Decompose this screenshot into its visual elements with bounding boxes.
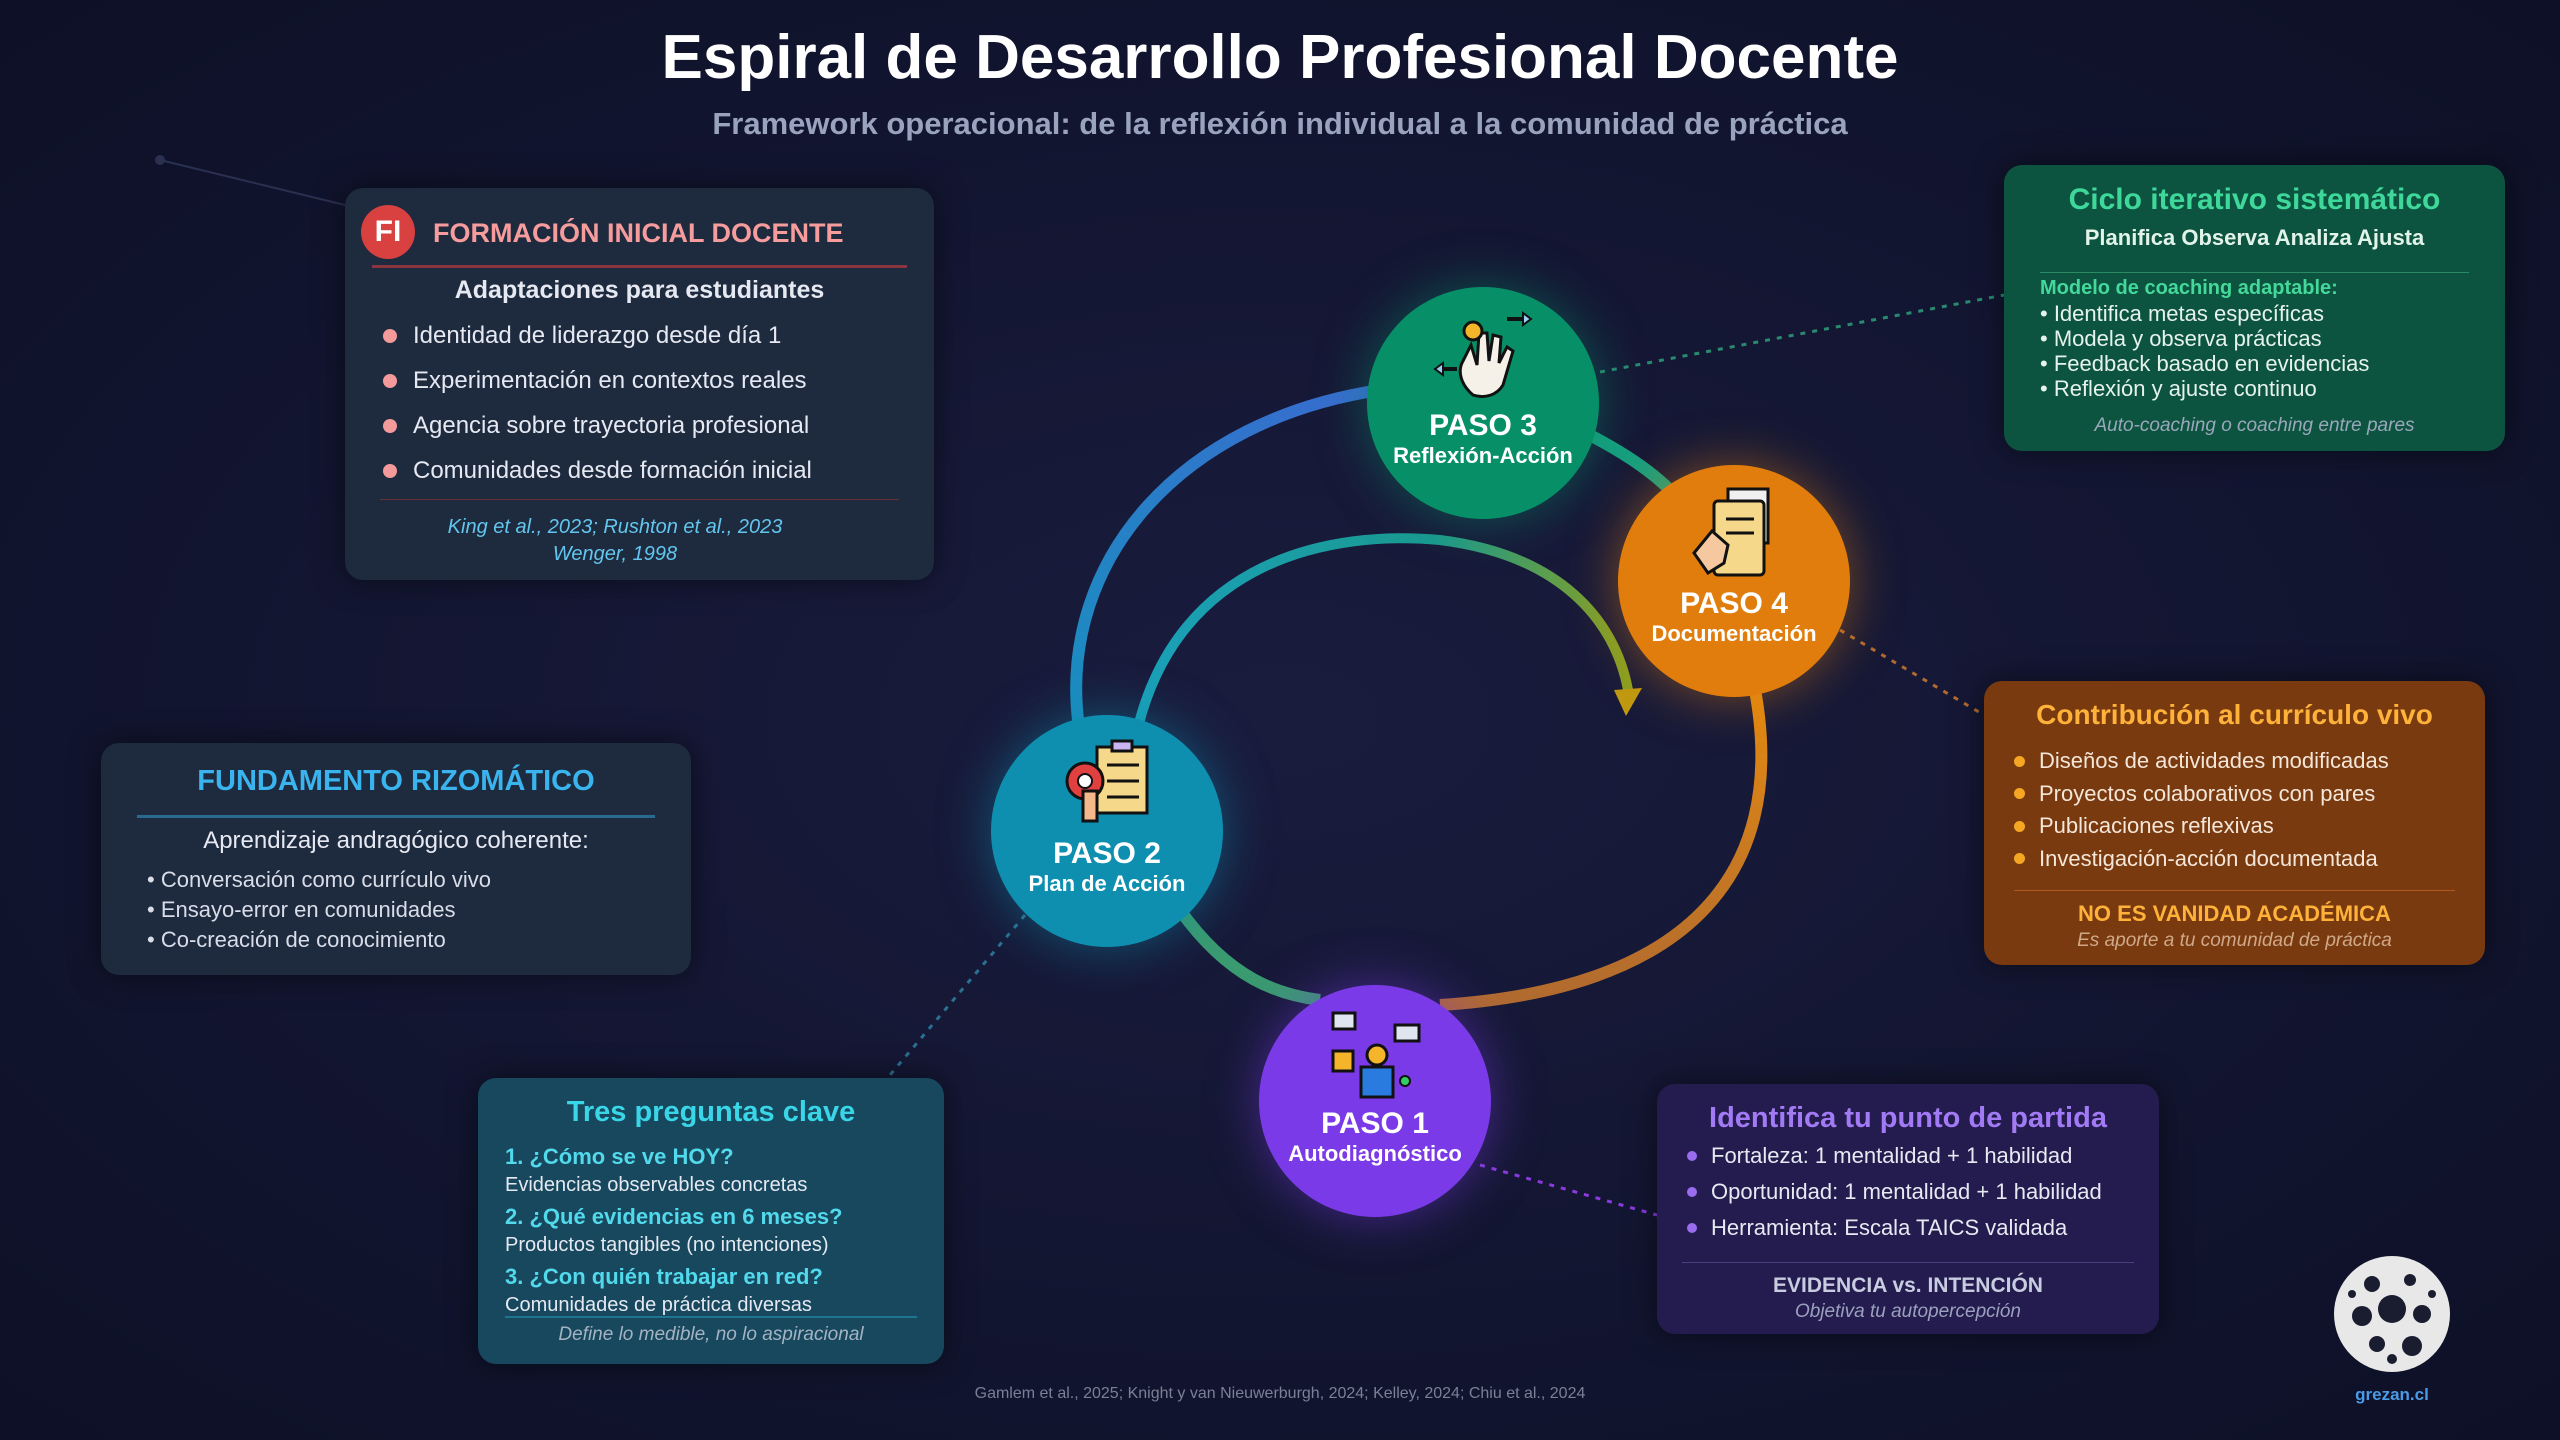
connector-paso2-tres (888, 914, 1027, 1076)
answer: Evidencias observables concretas (505, 1174, 808, 1196)
question: 3. ¿Con quién trabajar en red? (505, 1264, 823, 1289)
page-title: Espiral de Desarrollo Profesional Docent… (661, 23, 1899, 92)
ciclo-card: Ciclo iterativo sistemático Planifica Ob… (2004, 165, 2505, 451)
card-footer: Objetiva tu autopercepción (1794, 1301, 2022, 1322)
spiral-arc-1-2 (1175, 906, 1321, 1006)
step-name: Plan de Acción (1028, 871, 1186, 896)
bullet-icon (1687, 1187, 1697, 1197)
card-title: Tres preguntas clave (566, 1096, 856, 1128)
identifica-card: Identifica tu punto de partida Fortaleza… (1657, 1084, 2159, 1334)
bullet-icon (383, 373, 397, 388)
bullet-icon (1687, 1151, 1697, 1161)
step-1-autodiagnostico: PASO 1 Autodiagnóstico (1259, 985, 1491, 1217)
list-item: • Feedback basado en evidencias (2040, 351, 2370, 376)
connector-paso4-contrib (1839, 628, 1985, 717)
connector-paso1-ident (1479, 1163, 1658, 1217)
spiral-inner-arrow (1133, 533, 1633, 729)
documentation-icon (1692, 487, 1770, 577)
card-footer: Es aporte a tu comunidad de práctica (2077, 930, 2392, 951)
divider (1682, 1262, 2134, 1263)
divider (372, 265, 907, 268)
footer-references: Gamlem et al., 2025; Knight y van Nieuwe… (974, 1385, 1586, 1402)
card-title: Contribución al currículo vivo (2036, 699, 2433, 730)
card-subtitle: Aprendizaje andragógico coherente: (203, 827, 589, 854)
divider (505, 1316, 917, 1318)
formacion-inicial-card: FI FORMACIÓN INICIAL DOCENTE Adaptacione… (345, 188, 934, 580)
contribucion-card: Contribución al currículo vivo Diseños d… (1984, 681, 2485, 965)
card-title: FUNDAMENTO RIZOMÁTICO (197, 765, 595, 797)
divider (380, 499, 899, 500)
bullet-icon (2014, 788, 2025, 800)
fundamento-card: FUNDAMENTO RIZOMÁTICO Aprendizaje andrag… (101, 743, 691, 975)
list-item: Experimentación en contextos reales (383, 358, 812, 403)
question: 2. ¿Qué evidencias en 6 meses? (505, 1204, 843, 1229)
list-item: Diseños de actividades modificadas (2014, 745, 2389, 778)
spiral-arc-4-1 (1439, 688, 1768, 1011)
list-item: Publicaciones reflexivas (2014, 810, 2389, 843)
step-number: PASO 4 (1680, 587, 1788, 620)
card-title: FORMACIÓN INICIAL DOCENTE (433, 218, 844, 248)
bullet-icon (383, 418, 397, 433)
tres-preguntas-card: Tres preguntas clave 1. ¿Cómo se ve HOY?… (478, 1078, 944, 1364)
list-item: Agencia sobre trayectoria profesional (383, 403, 812, 448)
section-label: Modelo de coaching adaptable: (2040, 277, 2338, 299)
step-number: PASO 1 (1321, 1107, 1429, 1140)
fi-badge: FI (361, 205, 415, 259)
list-item: Oportunidad: 1 mentalidad + 1 habilidad (1687, 1174, 2102, 1210)
list-item: • Ensayo-error en comunidades (147, 897, 456, 922)
list-item: Comunidades desde formación inicial (383, 448, 812, 493)
list-item: Proyectos colaborativos con pares (2014, 778, 2389, 811)
list-item: • Modela y observa prácticas (2040, 326, 2322, 351)
list-item: • Identifica metas específicas (2040, 301, 2325, 326)
action-plan-icon (1065, 739, 1149, 823)
page-subtitle: Framework operacional: de la reflexión i… (712, 106, 1848, 141)
list-item: Investigación-acción documentada (2014, 843, 2389, 876)
site-link[interactable]: grezan.cl (2355, 1385, 2429, 1404)
card-footer: Auto-coaching o coaching entre pares (2094, 415, 2415, 436)
list-item: Identidad de liderazgo desde día 1 (383, 313, 812, 358)
bullet-icon (383, 463, 397, 478)
card-title: Ciclo iterativo sistemático (2068, 183, 2441, 216)
answer: Comunidades de práctica diversas (505, 1294, 812, 1316)
step-name: Reflexión-Acción (1393, 443, 1573, 468)
step-3-reflexion-accion: PASO 3 Reflexión-Acción (1367, 287, 1599, 519)
arrow-head (1614, 688, 1642, 716)
list-item: • Conversación como currículo vivo (147, 867, 491, 892)
bullet-icon (383, 328, 397, 343)
step-name: Documentación (1651, 621, 1817, 646)
connector-paso3-ciclo (1599, 293, 2005, 374)
card-subtitle: Planifica Observa Analiza Ajusta (2084, 225, 2425, 250)
divider (2014, 890, 2455, 891)
step-number: PASO 3 (1429, 409, 1537, 442)
list-item: Herramienta: Escala TAICS validada (1687, 1210, 2102, 1246)
divider (2040, 272, 2469, 273)
answer: Productos tangibles (no intenciones) (505, 1234, 829, 1256)
step-name: Autodiagnóstico (1288, 1141, 1462, 1166)
bullet-icon (1687, 1223, 1697, 1233)
spiral-arc-2-3 (1070, 384, 1381, 721)
question: 1. ¿Cómo se ve HOY? (505, 1144, 734, 1169)
bullet-icon (2014, 853, 2025, 865)
list-item: Fortaleza: 1 mentalidad + 1 habilidad (1687, 1138, 2102, 1174)
card-subtitle: Adaptaciones para estudiantes (454, 276, 825, 304)
card-title: Identifica tu punto de partida (1709, 1102, 2107, 1134)
divider (137, 815, 655, 818)
brand-logo-icon (2334, 1256, 2450, 1372)
bullet-icon (2014, 755, 2025, 767)
self-assessment-icon (1331, 1011, 1421, 1099)
warning-text: NO ES VANIDAD ACADÉMICA (2078, 901, 2391, 926)
step-number: PASO 2 (1053, 837, 1161, 870)
step-4-documentacion: PASO 4 Documentación (1618, 465, 1850, 697)
card-footer: Define lo medible, no lo aspiracional (558, 1324, 864, 1345)
list-item: • Reflexión y ajuste continuo (2040, 376, 2317, 401)
reflection-hand-icon (1433, 311, 1533, 399)
warning-text: EVIDENCIA vs. INTENCIÓN (1773, 1274, 2043, 1297)
list-item: • Co-creación de conocimiento (147, 927, 446, 952)
bullet-icon (2014, 820, 2025, 832)
step-2-plan-de-accion: PASO 2 Plan de Acción (991, 715, 1223, 947)
